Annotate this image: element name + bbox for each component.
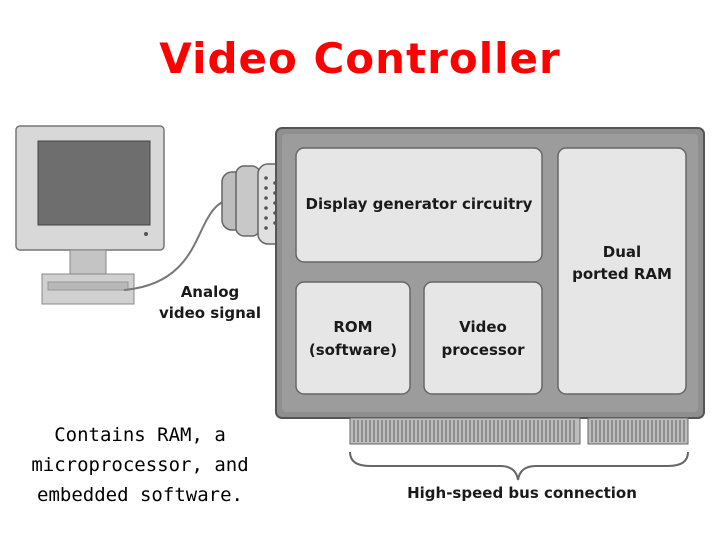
dual-ram-block — [557, 147, 687, 395]
display-generator-label: Display generator circuitry — [306, 195, 533, 213]
caption: Contains RAM, a microprocessor, and embe… — [10, 420, 270, 510]
bus-label: High-speed bus connection — [407, 484, 637, 502]
rom-label-line2: (software) — [309, 341, 397, 359]
dual-ram-label-line2: ported RAM — [572, 265, 672, 283]
video-processor-block — [423, 281, 543, 395]
display-generator-block — [295, 147, 543, 263]
page-title: Video Controller — [159, 34, 561, 83]
rom-block — [295, 281, 411, 395]
video-processor-label-line2: processor — [441, 341, 525, 359]
caption-line: Contains RAM, a — [54, 424, 226, 446]
caption-line: microprocessor, and — [31, 454, 249, 476]
video-processor-label-line1: Video — [459, 318, 507, 336]
dual-ram-label-line1: Dual — [603, 243, 641, 261]
signal-label-line1: Analog — [181, 283, 240, 301]
signal-label-line2: video signal — [159, 304, 261, 322]
monitor-icon — [15, 125, 165, 305]
vga-connector-icon — [221, 163, 285, 245]
rom-label-line1: ROM — [333, 318, 372, 336]
caption-line: embedded software. — [37, 484, 243, 506]
edge-connector — [349, 417, 689, 445]
bus-brace — [349, 451, 689, 481]
